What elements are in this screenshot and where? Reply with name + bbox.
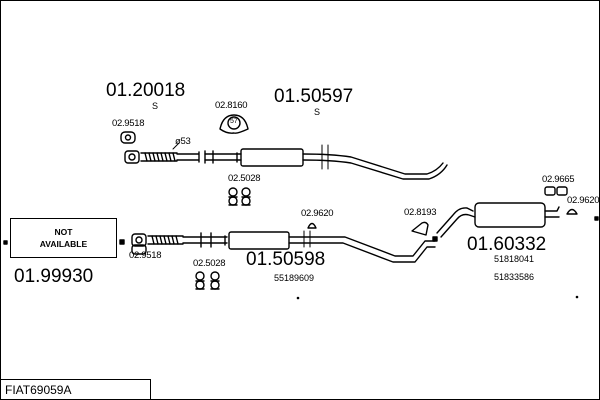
mount-rear-top-label: 02.9665 bbox=[542, 174, 575, 185]
not-available-box: NOT AVAILABLE bbox=[10, 218, 117, 258]
gasket-top-label: 02.8160 bbox=[215, 100, 248, 111]
hanger-bottom-icon bbox=[195, 271, 220, 290]
not-available-line2: AVAILABLE bbox=[39, 239, 88, 249]
upper-middle-silencer-drawing bbox=[236, 144, 448, 180]
clamp-bottom-icon bbox=[131, 244, 147, 255]
rear-silencer-drawing bbox=[436, 202, 560, 238]
mount-middle-label: 02.9620 bbox=[301, 208, 334, 219]
not-available-line1: NOT bbox=[54, 227, 73, 237]
lower-middle-silencer-drawing bbox=[224, 230, 436, 263]
upper-middle-silencer-number: 01.50597 bbox=[274, 86, 354, 107]
diameter-label: ø53 bbox=[175, 136, 191, 147]
lower-front-pipe-number: 01.99930 bbox=[14, 266, 94, 287]
clamp-top-label: 02.9518 bbox=[112, 118, 145, 129]
mount-rear-right-label: 02.9620 bbox=[567, 195, 600, 206]
upper-front-pipe-drawing bbox=[124, 142, 200, 164]
clamp-top-icon bbox=[120, 131, 136, 144]
mount-rear-left-icon bbox=[411, 221, 429, 236]
upper-front-pipe-number: 01.20018 bbox=[106, 80, 186, 101]
gasket-badge-label: 57 bbox=[230, 118, 238, 125]
mount-rear-left-label: 02.8193 bbox=[404, 207, 437, 218]
rear-silencer-oe-ref-2: 51833586 bbox=[494, 272, 535, 282]
rear-silencer-number: 01.60332 bbox=[467, 234, 547, 255]
clamp-bottom-label: 02.9518 bbox=[129, 250, 162, 261]
gasket-top-icon bbox=[219, 114, 249, 134]
mount-middle-icon bbox=[307, 222, 317, 229]
hanger-top-icon bbox=[228, 187, 251, 206]
upper-front-pipe-suffix: S bbox=[152, 101, 159, 111]
upper-connector-drawing bbox=[204, 150, 242, 164]
lower-front-pipe-drawing bbox=[131, 232, 228, 248]
footer-code: FIAT69059A bbox=[1, 379, 151, 399]
mount-rear-top-icon bbox=[544, 186, 568, 196]
hanger-bottom-label: 02.5028 bbox=[193, 258, 226, 269]
hanger-top-label: 02.5028 bbox=[228, 173, 261, 184]
mount-rear-right-icon bbox=[566, 208, 578, 215]
upper-middle-silencer-suffix: S bbox=[314, 107, 321, 117]
rear-silencer-oe-ref-1: 51818041 bbox=[494, 254, 535, 264]
lower-middle-silencer-number: 01.50598 bbox=[246, 249, 326, 270]
lower-middle-silencer-oe-ref: 55189609 bbox=[274, 273, 315, 283]
